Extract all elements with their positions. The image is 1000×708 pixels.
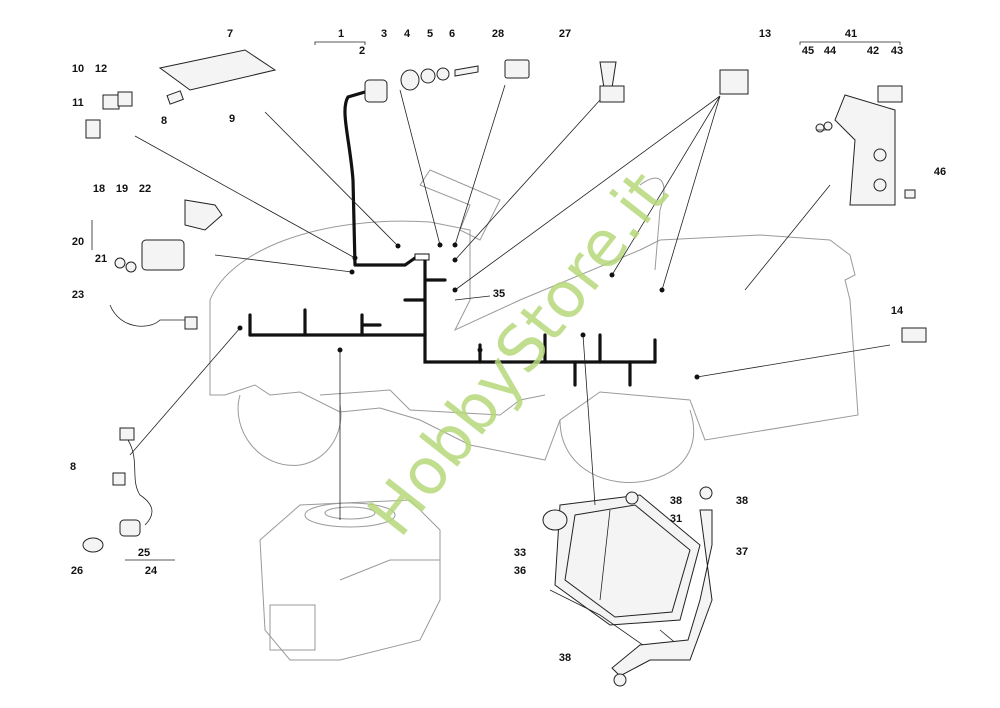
callout-label: 37	[736, 546, 748, 558]
callout-label: 25	[138, 547, 150, 559]
callout-label: 46	[934, 166, 946, 178]
callout-label: 12	[95, 63, 107, 75]
callout-label: 26	[71, 565, 83, 577]
callout-label: 38	[670, 495, 682, 507]
callout-labels: 7 1 2 3 4 5 6 28 27 13 41 45 44 42 43 10…	[70, 28, 946, 664]
callout-label: 19	[116, 183, 128, 195]
callout-label: 5	[427, 28, 433, 40]
parts	[82, 49, 927, 687]
callout-label: 18	[93, 183, 105, 195]
watermark: HobbyStore.it	[354, 159, 682, 550]
callout-label: 42	[867, 45, 879, 57]
callout-label: 14	[891, 305, 904, 317]
callout-label: 45	[802, 45, 814, 57]
callout-label: 35	[493, 288, 505, 300]
callout-label: 24	[145, 565, 158, 577]
callout-label: 27	[559, 28, 571, 40]
callout-label: 6	[449, 28, 455, 40]
callout-label: 23	[72, 289, 84, 301]
callout-label: 41	[845, 28, 857, 40]
engine-outline	[259, 499, 441, 661]
callout-label: 13	[759, 28, 771, 40]
callout-label: 7	[227, 28, 233, 40]
callout-label: 4	[404, 28, 411, 40]
callout-label: 20	[72, 236, 84, 248]
callout-label: 38	[736, 495, 748, 507]
tractor-outline	[209, 169, 859, 483]
callout-label: 38	[559, 652, 571, 664]
callout-label: 9	[229, 113, 235, 125]
callout-label: 22	[139, 183, 151, 195]
callout-label: 2	[359, 45, 365, 57]
callout-label: 3	[381, 28, 387, 40]
callout-label: 43	[891, 45, 903, 57]
wiring-harness	[248, 90, 657, 387]
callout-label: 33	[514, 547, 526, 559]
callout-label: 11	[72, 97, 84, 109]
callout-label: 1	[338, 28, 344, 40]
callout-label: 36	[514, 565, 526, 577]
leader-lines	[91, 41, 901, 561]
callout-label: 21	[95, 253, 107, 265]
callout-label: 8	[70, 461, 76, 473]
callout-label: 44	[824, 45, 837, 57]
callout-label: 28	[492, 28, 504, 40]
callout-label: 31	[670, 513, 682, 525]
callout-label: 10	[72, 63, 84, 75]
callout-label: 8	[161, 115, 167, 127]
battery-assembly	[549, 494, 713, 677]
